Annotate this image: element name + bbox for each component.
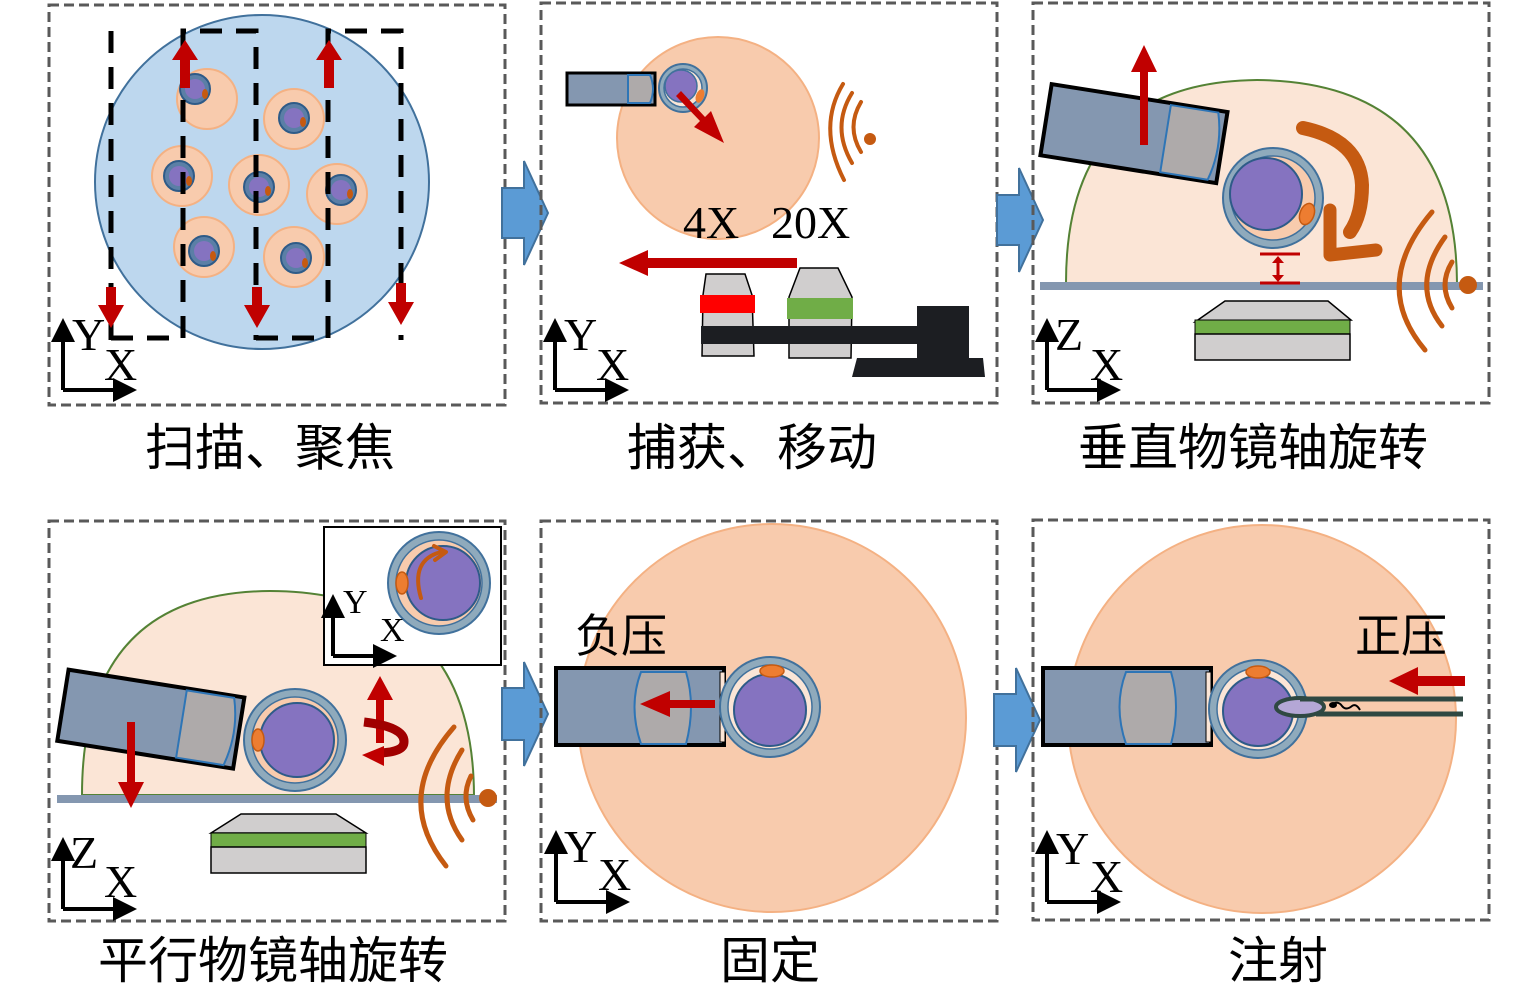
rotation-axis-icon <box>362 676 409 766</box>
oocyte <box>263 88 325 150</box>
holding-pipette <box>1041 666 1213 747</box>
flow-arrow-icon <box>501 160 550 266</box>
inset-axis-label-horizontal: X <box>380 612 405 649</box>
rotation-arrow <box>1296 121 1370 239</box>
objective-label-low: 4X <box>683 197 739 248</box>
panel-border <box>1031 518 1491 922</box>
coordinate-axes: Y X <box>51 309 137 402</box>
axis-label-horizontal: X <box>104 856 137 907</box>
vibration-icon <box>1396 209 1477 353</box>
holding-pipette <box>55 667 247 771</box>
oocyte <box>1222 147 1324 249</box>
injection-needle <box>1274 696 1463 718</box>
axis-label-vertical: Y <box>1056 823 1089 874</box>
objective-turret <box>700 267 985 377</box>
axis-label-horizontal: X <box>104 339 137 390</box>
axis-label-vertical: Y <box>72 309 105 360</box>
rotation-arrow <box>416 550 443 600</box>
oocyte <box>658 63 708 113</box>
inset-top-view: Y X <box>321 526 502 668</box>
lower-arrow <box>118 722 144 808</box>
holding-pipette <box>1038 81 1230 186</box>
panel-rotation-parallel: Y X Z X <box>47 519 507 923</box>
coordinate-axes: Y X <box>544 821 631 914</box>
oocyte <box>719 656 821 758</box>
coordinate-axes: Z X <box>1035 309 1123 402</box>
objective-label-high: 20X <box>771 197 850 248</box>
coordinate-axes: Z X <box>51 827 137 921</box>
panel-caption: 平行物镜轴旋转 <box>98 932 448 990</box>
panel-border <box>539 1 999 405</box>
axis-label-vertical: Z <box>1055 309 1083 360</box>
annotation-positive-pressure: 正压 <box>1355 609 1447 663</box>
substrate <box>1040 282 1483 290</box>
negative-pressure-arrow <box>640 691 715 717</box>
panel-border <box>1031 1 1491 405</box>
panel-rotation-perpendicular: Z X <box>1031 1 1491 405</box>
substrate <box>57 795 497 803</box>
panel-caption: 扫描、聚焦 <box>145 419 395 477</box>
oocyte <box>243 688 347 792</box>
axis-label-vertical: Y <box>564 309 597 360</box>
oocyte <box>228 154 290 216</box>
panel-capture-move: 4X 20X Y X <box>539 1 999 405</box>
coordinate-axes: Y X <box>543 309 629 402</box>
vibration-icon <box>828 82 876 182</box>
objective-lens <box>208 813 369 874</box>
switch-objective-arrow <box>619 250 797 276</box>
flow-arrow-icon <box>993 667 1042 773</box>
panel-scan-focus: Y X <box>47 3 507 407</box>
move-arrow <box>676 91 724 143</box>
flow-arrow-icon <box>501 661 550 767</box>
objective-lens <box>1192 300 1354 361</box>
panel-caption: 固定 <box>720 932 820 990</box>
axis-label-horizontal: X <box>1090 851 1123 902</box>
coordinate-axes: Y X <box>1035 823 1123 914</box>
oocyte <box>1208 659 1308 759</box>
panel-border <box>47 519 507 923</box>
vibration-icon <box>418 724 497 869</box>
panel-border <box>47 3 507 407</box>
holding-pipette <box>565 71 657 107</box>
flow-arrow-icon <box>996 167 1045 273</box>
oocyte <box>263 226 325 288</box>
axis-label-vertical: Z <box>70 827 98 878</box>
axis-label-vertical: Y <box>564 821 597 872</box>
axis-label-horizontal: X <box>596 339 629 390</box>
panel-border <box>539 519 999 923</box>
panel-injection: 正压 Y X <box>1031 518 1491 922</box>
panel-caption: 捕获、移动 <box>627 419 877 477</box>
oocyte <box>151 145 213 207</box>
scan-direction-arrows <box>98 40 414 328</box>
inset-axis-label-vertical: Y <box>343 584 368 621</box>
gap-indicator <box>1260 252 1300 285</box>
panel-caption: 注射 <box>1228 932 1328 990</box>
sperm-icon <box>1330 701 1361 711</box>
lift-arrow <box>1131 45 1157 145</box>
axis-label-horizontal: X <box>1090 339 1123 390</box>
rotation-arrow-head <box>1323 203 1383 262</box>
oocyte <box>173 216 235 278</box>
axis-label-horizontal: X <box>598 849 631 900</box>
oocyte <box>306 163 368 225</box>
panel-fixation: 负压 Y X <box>539 519 999 923</box>
annotation-negative-pressure: 负压 <box>575 609 667 663</box>
panel-caption: 垂直物镜轴旋转 <box>1078 419 1428 477</box>
positive-pressure-arrow <box>1389 667 1465 695</box>
